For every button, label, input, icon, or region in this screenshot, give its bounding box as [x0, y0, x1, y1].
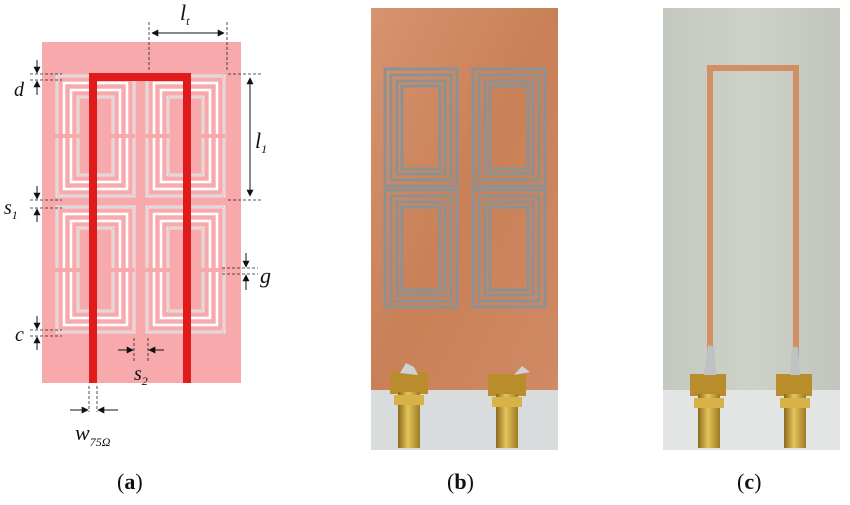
etched-srr-b [383, 67, 547, 309]
caption-b: (b) [447, 469, 474, 494]
ring-gaps [55, 134, 225, 272]
sma-connectors-c [690, 345, 812, 448]
grey-board [663, 8, 840, 390]
feedline [89, 73, 191, 383]
panel-c-photo: (c) [663, 8, 840, 494]
panel-b-photo: (b) [371, 8, 558, 494]
panel-a-diagram: lt l1 d s1 g c s2 w75Ω (a) [4, 0, 271, 494]
label-s1: s1 [4, 197, 18, 222]
label-l1: l1 [255, 128, 267, 156]
copper-board [371, 8, 558, 390]
label-lt: lt [180, 0, 190, 28]
u-trace [707, 65, 799, 362]
caption-c: (c) [737, 469, 761, 494]
caption-a: (a) [117, 469, 143, 494]
label-d: d [14, 79, 25, 101]
label-g: g [260, 263, 271, 288]
dimension-guides [30, 22, 262, 412]
dimension-arrows [33, 29, 254, 414]
label-c: c [15, 324, 24, 346]
label-s2: s2 [134, 363, 148, 388]
sma-connectors-b [390, 363, 530, 448]
label-w75: w75Ω [75, 420, 111, 449]
